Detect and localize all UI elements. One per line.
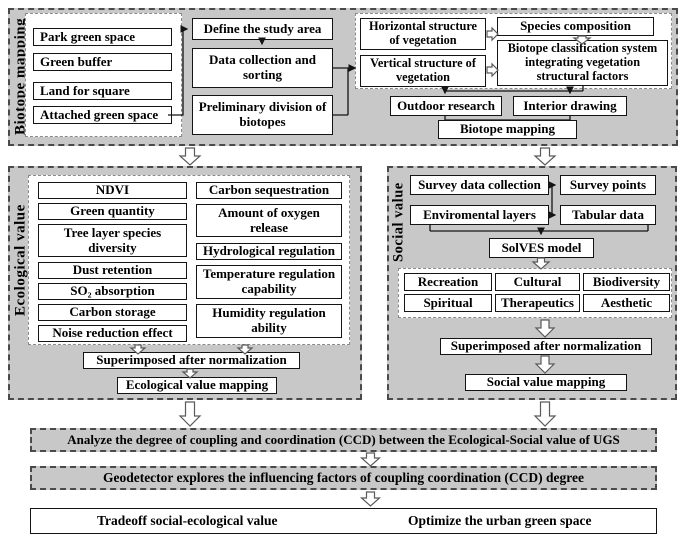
box-survey-data-collection: Survey data collection	[410, 175, 549, 195]
box-recreation: Recreation	[404, 273, 492, 291]
hollow-down-arrow-icon	[533, 147, 557, 166]
box-land-for-square: Land for square	[33, 82, 172, 100]
box-noise-reduction: Noise reduction effect	[38, 325, 187, 342]
box-social-value-mapping: Social value mapping	[465, 374, 627, 391]
box-carbon-storage: Carbon storage	[38, 304, 187, 321]
box-interior-drawing: Interior drawing	[513, 96, 627, 116]
hollow-down-arrow-icon	[359, 491, 382, 507]
box-biotope-mapping-result: Biotope mapping	[438, 120, 577, 139]
outcome-optimize: Optimize the urban green space	[408, 513, 592, 528]
box-cultural: Cultural	[495, 273, 580, 291]
box-aesthetic: Aesthetic	[583, 294, 670, 312]
box-carbon-sequestration: Carbon sequestration	[196, 182, 342, 199]
hollow-down-arrow-icon	[359, 452, 382, 467]
box-horizontal-structure: Horizontal structure of vegetation	[360, 18, 486, 50]
outcome-tradeoff: Tradeoff social-ecological value	[97, 513, 278, 528]
box-green-quantity: Green quantity	[38, 203, 187, 220]
box-green-buffer: Green buffer	[33, 53, 172, 71]
box-vertical-structure: Vertical structure of vegetation	[360, 55, 486, 87]
box-social-superimposed: Superimposed after normalization	[440, 338, 652, 355]
box-ndvi: NDVI	[38, 182, 187, 199]
box-oxygen-release: Amount of oxygen release	[196, 204, 342, 237]
box-temperature-regulation: Temperature regulation capability	[196, 265, 342, 299]
box-geodetector: Geodetector explores the influencing fac…	[30, 466, 657, 490]
box-biodiversity: Biodiversity	[583, 273, 670, 291]
box-survey-points: Survey points	[560, 175, 656, 195]
box-enviromental-layers: Enviromental layers	[410, 205, 549, 225]
hollow-down-arrow-icon	[178, 401, 202, 427]
box-ccd-analysis: Analyze the degree of coupling and coord…	[30, 428, 657, 452]
box-therapeutics: Therapeutics	[495, 294, 580, 312]
box-outdoor-research: Outdoor research	[390, 96, 502, 116]
box-spiritual: Spiritual	[404, 294, 492, 312]
box-hydrological-regulation: Hydrological regulation	[196, 243, 342, 260]
box-solves-model: SolVES model	[489, 238, 594, 258]
box-so2-absorption: SO₂ absorption	[38, 283, 187, 300]
box-preliminary-division: Preliminary division of biotopes	[192, 95, 333, 135]
box-dust-retention: Dust retention	[38, 262, 187, 279]
box-humidity-regulation: Humidity regulation ability	[196, 304, 342, 338]
box-eco-superimposed: Superimposed after normalization	[83, 352, 300, 369]
box-data-collection: Data collection and sorting	[192, 48, 333, 88]
box-define-study-area: Define the study area	[192, 18, 333, 40]
social-value-section-label: Social value	[390, 182, 407, 262]
box-park-green-space: Park green space	[33, 28, 172, 46]
hollow-down-arrow-icon	[533, 401, 557, 427]
box-biotope-classification: Biotope classification system integratin…	[497, 40, 668, 86]
hollow-down-arrow-icon	[178, 147, 202, 166]
box-species-composition: Species composition	[497, 17, 654, 36]
box-outcomes: Tradeoff social-ecological value Optimiz…	[30, 508, 657, 534]
box-tabular-data: Tabular data	[560, 205, 656, 225]
box-tree-layer-diversity: Tree layer species diversity	[38, 224, 187, 257]
box-ecological-value-mapping: Ecological value mapping	[117, 377, 277, 394]
box-attached-green-space: Attached green space	[33, 106, 172, 124]
